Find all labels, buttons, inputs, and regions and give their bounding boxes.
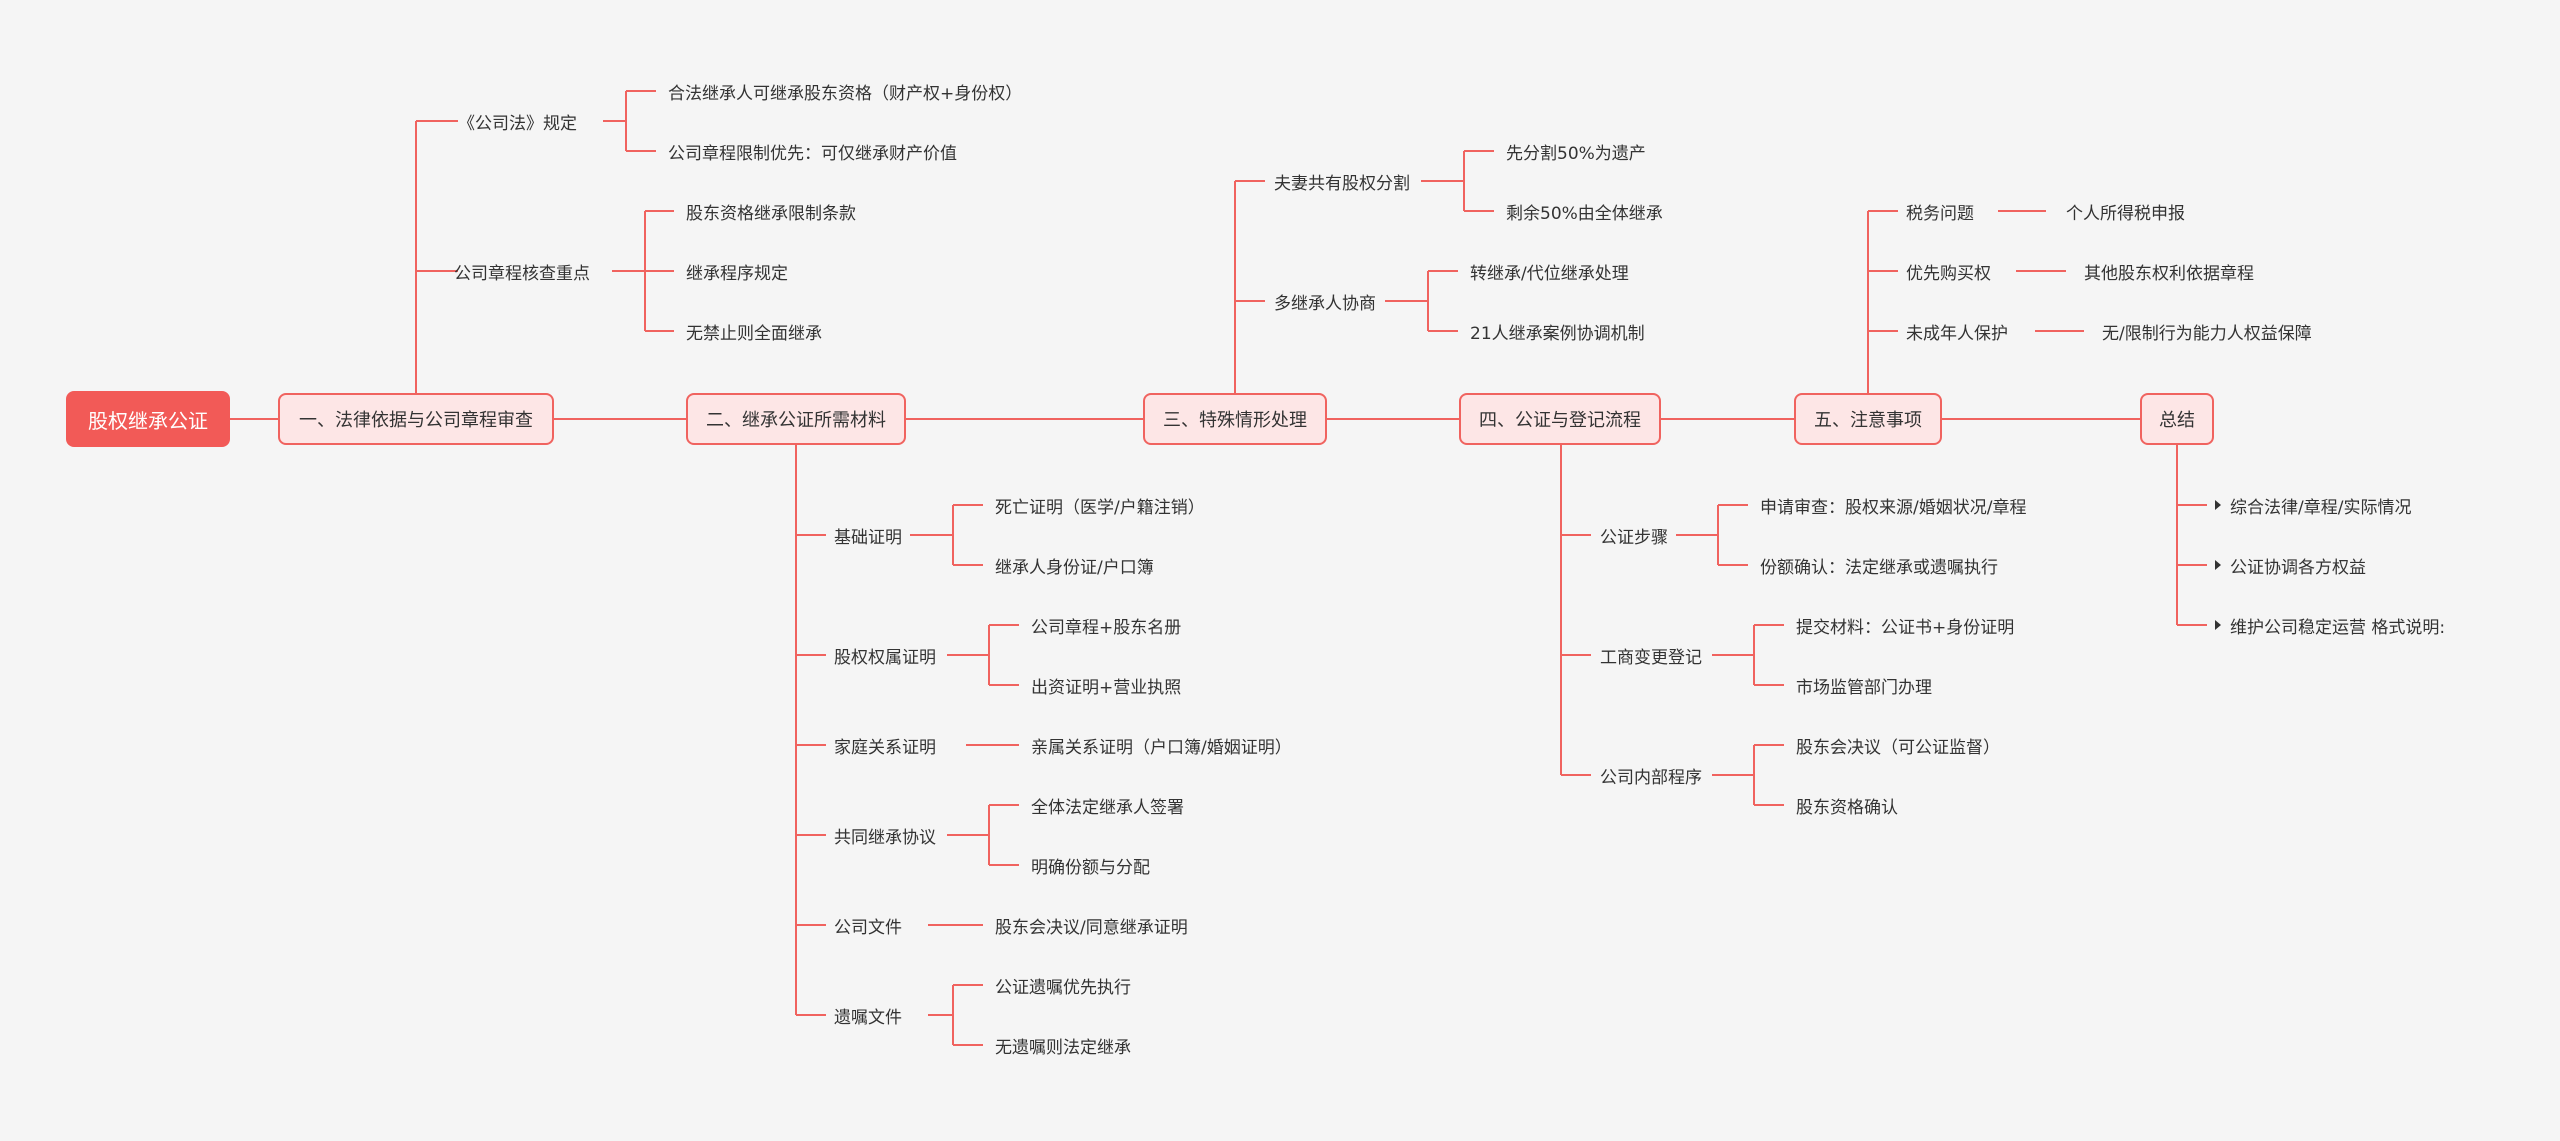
s3-multi-heirs[interactable]: 多继承人协商 <box>1274 293 1376 314</box>
s3-marital-equity-b[interactable]: 剩余50%由全体继承 <box>1506 203 1663 224</box>
s2-company-docs-a[interactable]: 股东会决议/同意继承证明 <box>995 917 1188 938</box>
section-summary[interactable]: 总结 <box>2140 393 2214 445</box>
s1-charter-review-b[interactable]: 继承程序规定 <box>686 263 788 284</box>
s2-family-proof-a[interactable]: 亲属关系证明（户口簿/婚姻证明） <box>1031 737 1292 758</box>
s2-joint-agreement-a[interactable]: 全体法定继承人签署 <box>1031 797 1184 818</box>
s6-summary-1[interactable]: 综合法律/章程/实际情况 <box>2215 492 2411 518</box>
section-process[interactable]: 四、公证与登记流程 <box>1459 393 1661 445</box>
s4-registration[interactable]: 工商变更登记 <box>1600 647 1702 668</box>
s2-basic-proof-b[interactable]: 继承人身份证/户口簿 <box>995 557 1154 578</box>
s4-registration-b[interactable]: 市场监管部门办理 <box>1796 677 1932 698</box>
section-special-cases[interactable]: 三、特殊情形处理 <box>1143 393 1327 445</box>
s1-charter-review[interactable]: 公司章程核查重点 <box>454 263 590 284</box>
s6-summary-3-text: 维护公司稳定运营 格式说明: <box>2230 617 2446 638</box>
s2-joint-agreement-b[interactable]: 明确份额与分配 <box>1031 857 1150 878</box>
s1-charter-review-a[interactable]: 股东资格继承限制条款 <box>686 203 856 224</box>
section-notes[interactable]: 五、注意事项 <box>1794 393 1942 445</box>
s2-equity-proof-b[interactable]: 出资证明+营业执照 <box>1031 677 1182 698</box>
s1-company-law[interactable]: 《公司法》规定 <box>458 113 577 134</box>
s5-preemptive[interactable]: 优先购买权 <box>1906 263 1991 284</box>
s3-multi-heirs-a[interactable]: 转继承/代位继承处理 <box>1470 263 1629 284</box>
s2-equity-proof-a[interactable]: 公司章程+股东名册 <box>1031 617 1182 638</box>
s4-internal-procedure[interactable]: 公司内部程序 <box>1600 767 1702 788</box>
s2-company-docs[interactable]: 公司文件 <box>834 917 902 938</box>
section-legal-basis[interactable]: 一、法律依据与公司章程审查 <box>278 393 554 445</box>
s6-summary-2[interactable]: 公证协调各方权益 <box>2215 552 2366 578</box>
s1-charter-review-c[interactable]: 无禁止则全面继承 <box>686 323 822 344</box>
triangle-bullet-icon <box>2215 500 2221 510</box>
triangle-bullet-icon <box>2215 620 2221 630</box>
s4-internal-procedure-b[interactable]: 股东资格确认 <box>1796 797 1898 818</box>
s3-marital-equity-a[interactable]: 先分割50%为遗产 <box>1506 143 1646 164</box>
s6-summary-2-text: 公证协调各方权益 <box>2230 557 2366 578</box>
s5-preemptive-a[interactable]: 其他股东权利依据章程 <box>2084 263 2254 284</box>
section-materials[interactable]: 二、继承公证所需材料 <box>686 393 906 445</box>
s5-tax[interactable]: 税务问题 <box>1906 203 1974 224</box>
s2-equity-proof[interactable]: 股权权属证明 <box>834 647 936 668</box>
s3-marital-equity[interactable]: 夫妻共有股权分割 <box>1274 173 1410 194</box>
s2-family-proof[interactable]: 家庭关系证明 <box>834 737 936 758</box>
s5-tax-a[interactable]: 个人所得税申报 <box>2066 203 2185 224</box>
s6-summary-1-text: 综合法律/章程/实际情况 <box>2230 497 2412 518</box>
s2-basic-proof-a[interactable]: 死亡证明（医学/户籍注销） <box>995 497 1205 518</box>
s2-will-docs-a[interactable]: 公证遗嘱优先执行 <box>995 977 1131 998</box>
s1-company-law-a[interactable]: 合法继承人可继承股东资格（财产权+身份权） <box>668 83 1023 104</box>
triangle-bullet-icon <box>2215 560 2221 570</box>
s4-internal-procedure-a[interactable]: 股东会决议（可公证监督） <box>1796 737 2000 758</box>
s5-minor-a[interactable]: 无/限制行为能力人权益保障 <box>2102 323 2312 344</box>
s2-will-docs-b[interactable]: 无遗嘱则法定继承 <box>995 1037 1131 1058</box>
s2-joint-agreement[interactable]: 共同继承协议 <box>834 827 936 848</box>
s4-notary-steps-b[interactable]: 份额确认：法定继承或遗嘱执行 <box>1760 557 1998 578</box>
root-topic[interactable]: 股权继承公证 <box>66 391 230 447</box>
s4-notary-steps[interactable]: 公证步骤 <box>1600 527 1668 548</box>
s5-minor[interactable]: 未成年人保护 <box>1906 323 2008 344</box>
s4-registration-a[interactable]: 提交材料：公证书+身份证明 <box>1796 617 2015 638</box>
s4-notary-steps-a[interactable]: 申请审查：股权来源/婚姻状况/章程 <box>1760 497 2027 518</box>
s2-will-docs[interactable]: 遗嘱文件 <box>834 1007 902 1028</box>
s2-basic-proof[interactable]: 基础证明 <box>834 527 902 548</box>
s6-summary-3[interactable]: 维护公司稳定运营 格式说明: <box>2215 612 2445 638</box>
s3-multi-heirs-b[interactable]: 21人继承案例协调机制 <box>1470 323 1645 344</box>
s1-company-law-b[interactable]: 公司章程限制优先：可仅继承财产价值 <box>668 143 957 164</box>
